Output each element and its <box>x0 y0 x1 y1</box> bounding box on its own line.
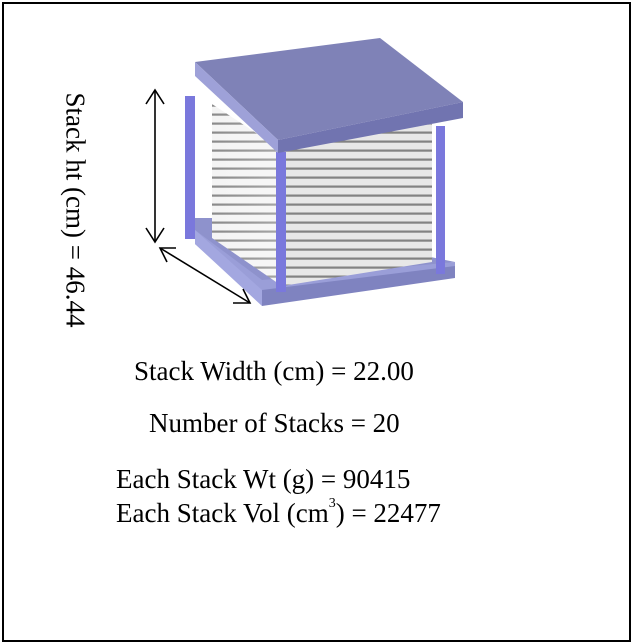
number-of-stacks-label: Number of Stacks = 20 <box>149 408 400 438</box>
rod-back-right <box>436 126 445 274</box>
stack-volume-superscript: 3 <box>328 496 336 511</box>
stack-width-label: Stack Width (cm) = 22.00 <box>134 356 414 386</box>
stack-volume-suffix: ) = 22477 <box>335 498 441 528</box>
width-arrow <box>158 247 252 304</box>
stack-volume-label: Each Stack Vol (cm3) = 22477 <box>116 497 441 528</box>
stack-weight-label: Each Stack Wt (g) = 90415 <box>116 464 411 494</box>
rod-front <box>276 152 286 292</box>
stack-height-label: Stack ht (cm) = 46.44 <box>60 92 91 328</box>
stack-illustration <box>145 38 463 306</box>
fin-stack <box>212 104 432 286</box>
rod-back-left <box>185 96 195 239</box>
stack-volume-prefix: Each Stack Vol (cm <box>116 498 329 528</box>
top-plate <box>195 38 463 153</box>
height-arrow <box>145 88 165 244</box>
